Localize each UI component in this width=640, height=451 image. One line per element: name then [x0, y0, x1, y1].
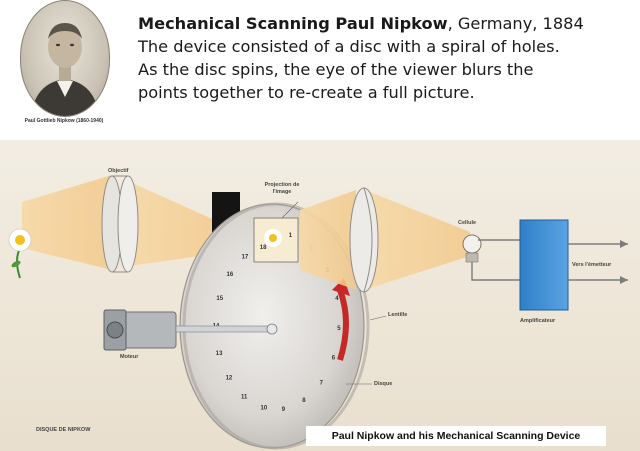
hole-number: 15	[216, 296, 223, 302]
hole-number: 13	[216, 351, 223, 357]
hole-number: 4	[335, 296, 339, 302]
headline-line-3: As the disc spins, the eye of the viewer…	[138, 60, 534, 79]
hole-number: 1	[289, 233, 293, 239]
label-cellule: Cellule	[458, 220, 477, 226]
hole-number: 17	[242, 255, 249, 261]
hole-number: 7	[320, 380, 324, 386]
label-projection: Projection de l'image	[264, 182, 300, 195]
light-beam-cell	[370, 192, 470, 288]
light-beam-left	[22, 175, 112, 270]
headline-line-1: Mechanical Scanning Paul Nipkow, Germany…	[138, 12, 633, 35]
photocell-icon	[462, 234, 520, 281]
label-lentille: Lentille	[388, 312, 408, 318]
label-vers-emetteur: Vers l'émetteur	[572, 262, 612, 268]
portrait-figure	[31, 23, 99, 116]
diagram: 123456789101112131415161718	[0, 140, 640, 451]
hole-number: 12	[226, 376, 233, 382]
image-caption: Paul Nipkow and his Mechanical Scanning …	[306, 426, 606, 446]
objective-lens	[101, 175, 139, 273]
hole-number: 16	[227, 272, 234, 278]
label-amplificateur: Amplificateur	[520, 318, 556, 324]
light-beam-right	[300, 190, 356, 290]
amplifier-box	[519, 219, 569, 311]
portrait: Paul Gottlieb Nipkow (1860-1940)	[18, 0, 110, 138]
portrait-caption: Paul Gottlieb Nipkow (1860-1940)	[24, 118, 104, 124]
hole-number: 6	[332, 356, 336, 362]
hole-number: 9	[282, 407, 286, 413]
label-disque: Disque	[374, 381, 393, 387]
label-disque-nipkow: DISQUE DE NIPKOW	[36, 427, 91, 433]
headline: Mechanical Scanning Paul Nipkow, Germany…	[138, 12, 633, 104]
label-objectif: Objectif	[108, 168, 129, 174]
portrait-photo	[20, 0, 110, 117]
headline-title-suffix: , Germany, 1884	[447, 14, 584, 33]
flower-icon	[8, 228, 32, 279]
headline-title: Mechanical Scanning Paul Nipkow	[138, 14, 448, 33]
condenser-lens	[349, 187, 379, 293]
diagram-drawing: 123456789101112131415161718	[8, 175, 628, 450]
motor-icon	[103, 309, 278, 351]
hole-number: 18	[260, 245, 267, 251]
hole-number: 8	[302, 398, 306, 404]
hole-number: 10	[261, 406, 268, 412]
label-moteur: Moteur	[120, 354, 139, 360]
headline-line-2: The device consisted of a disc with a sp…	[138, 37, 560, 56]
hole-number: 5	[337, 326, 341, 332]
headline-line-4: points together to re-create a full pict…	[138, 83, 475, 102]
hole-number: 11	[241, 395, 248, 401]
